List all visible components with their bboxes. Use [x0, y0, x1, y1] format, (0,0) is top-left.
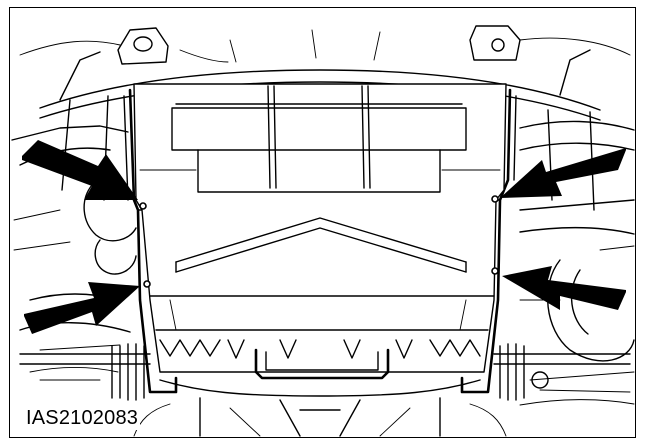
- left-top-bracket: [117, 27, 169, 65]
- bolt-upper-left: [139, 202, 147, 210]
- bolt-upper-right: [491, 195, 499, 203]
- bolt-lower-left: [143, 280, 151, 288]
- arrow-lower-right: [502, 266, 626, 310]
- center-housing: [133, 83, 507, 380]
- floor-structure: [133, 379, 507, 437]
- arrow-upper-left: [22, 140, 138, 200]
- figure-id-label: IAS2102083: [24, 406, 141, 430]
- arrow-lower-left: [24, 282, 140, 334]
- figure-border: [9, 7, 636, 438]
- dashboard-outline: [19, 29, 631, 121]
- arrow-upper-right: [500, 148, 626, 198]
- right-top-bracket: [469, 25, 521, 61]
- bolt-lower-right: [491, 267, 499, 275]
- steering-linkage: [19, 343, 631, 401]
